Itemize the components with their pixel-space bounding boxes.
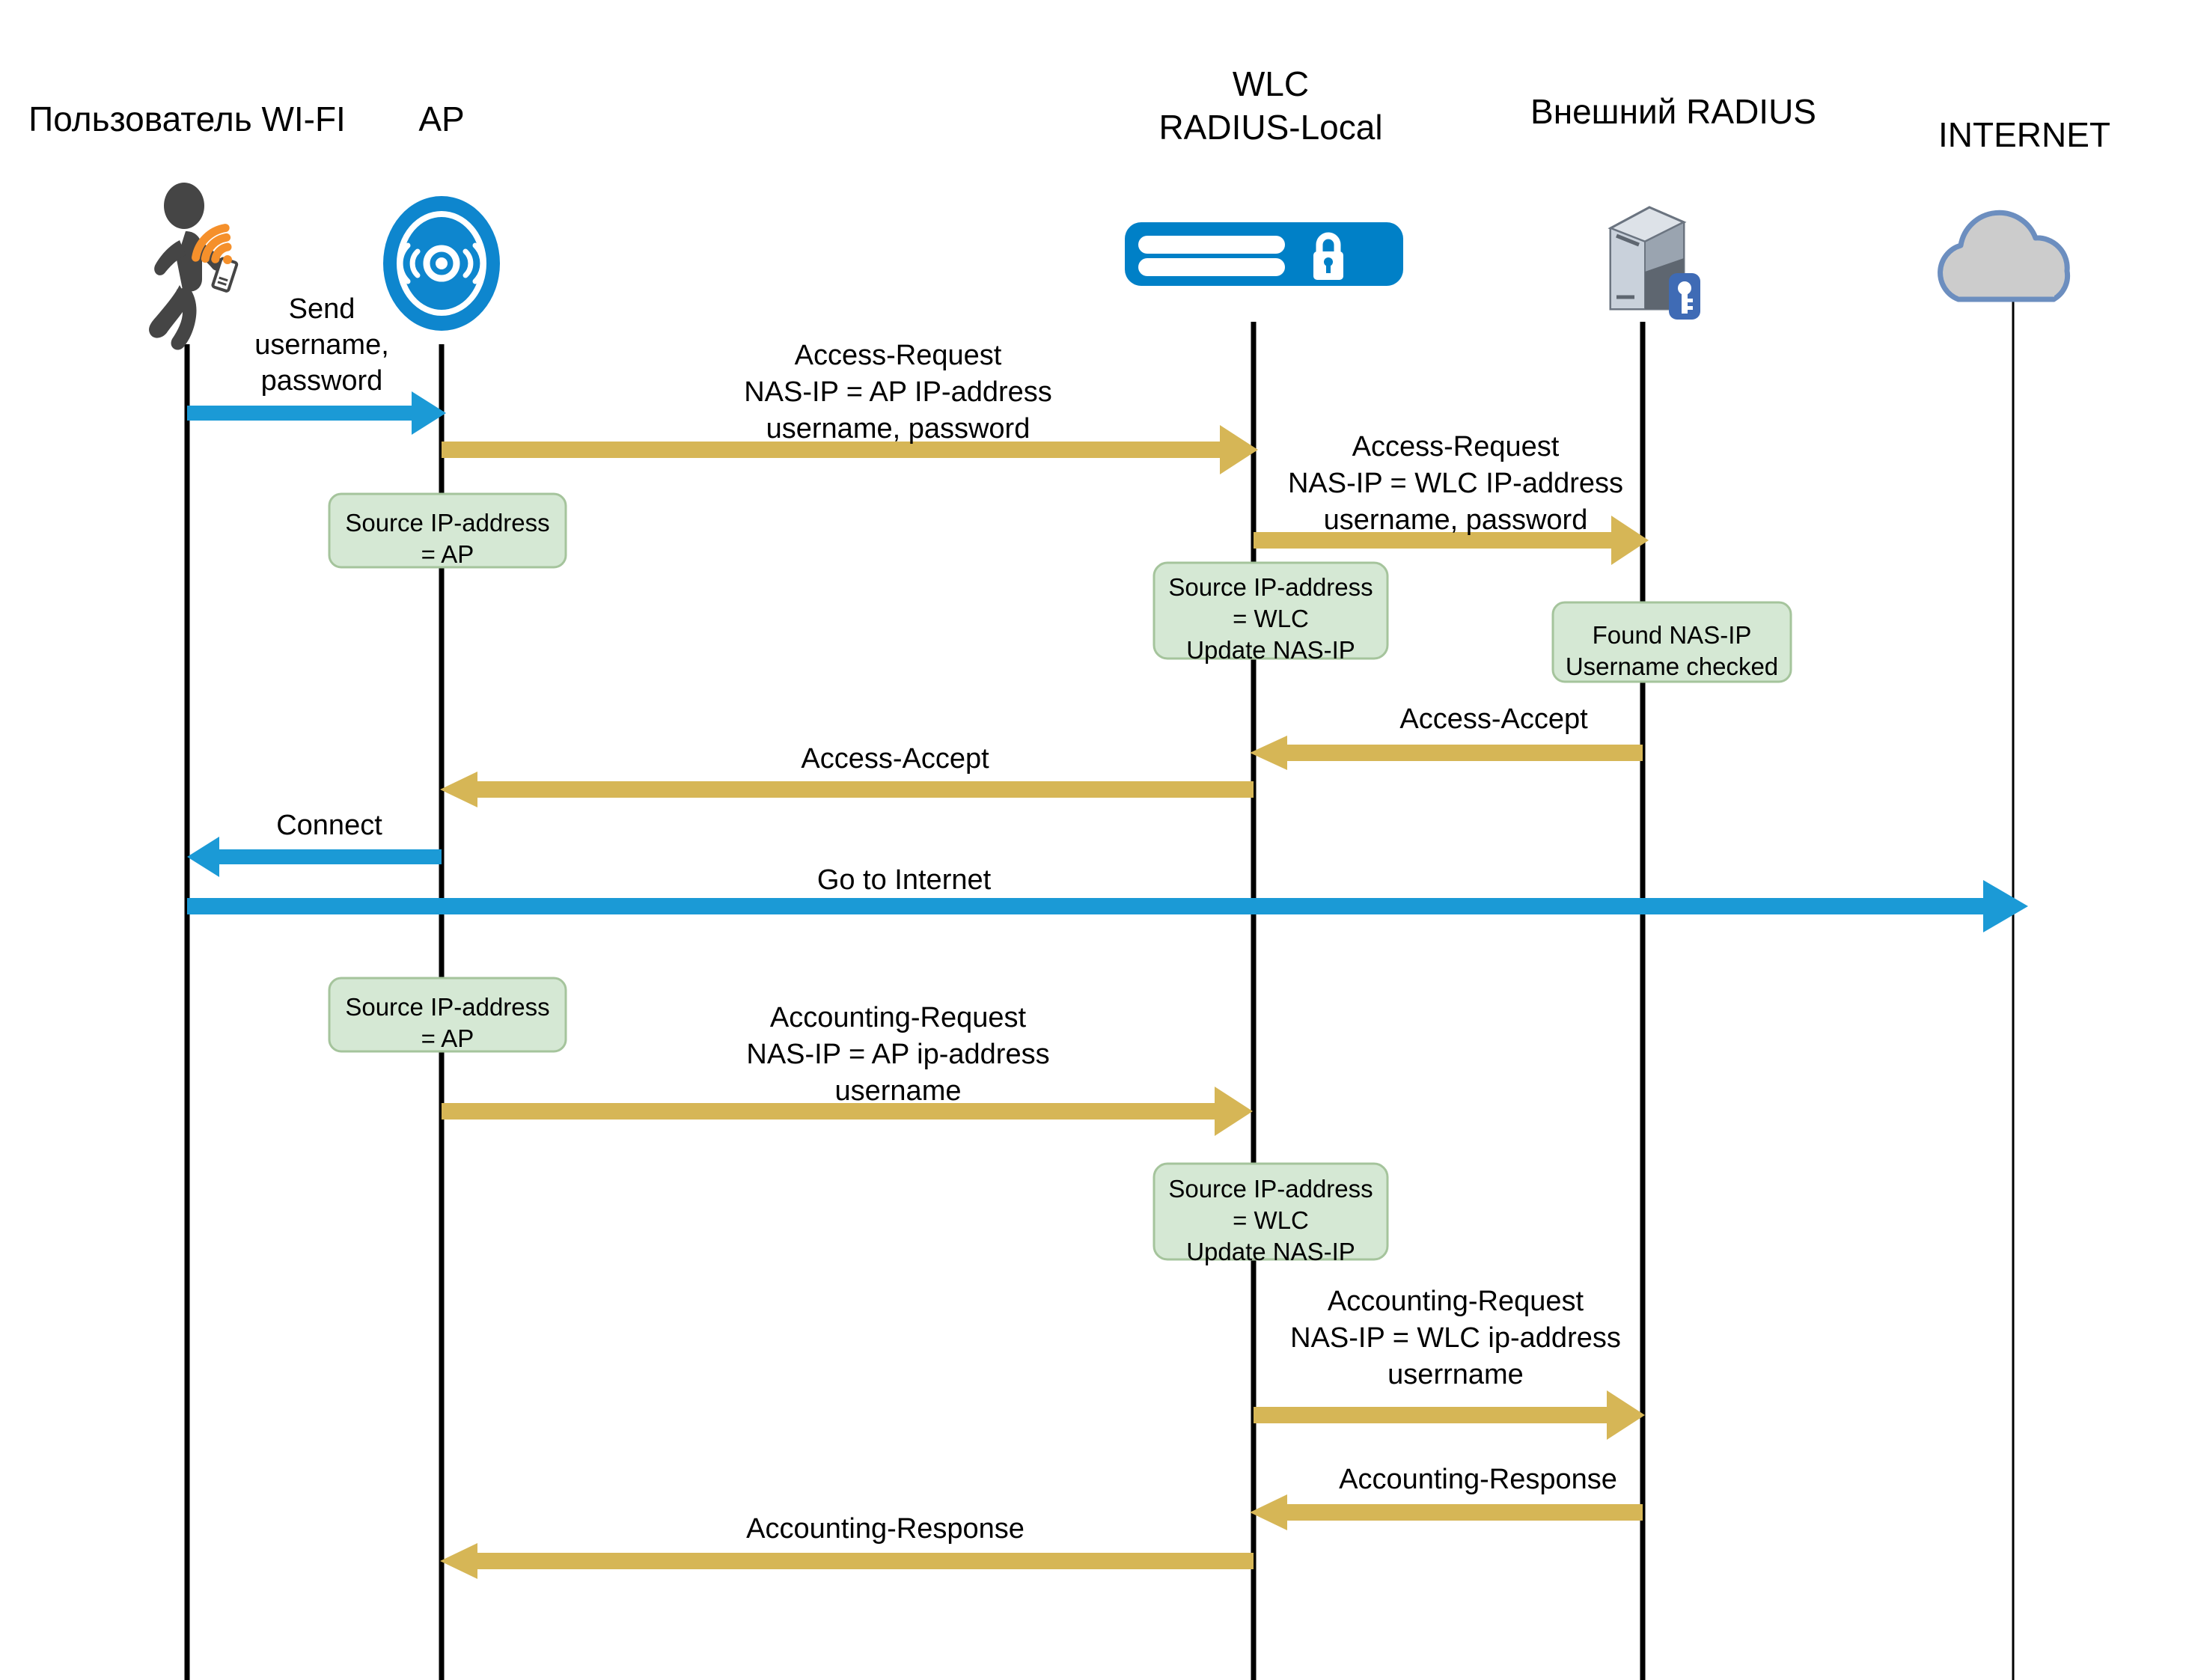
note-n2-line1: Source IP-address <box>1168 573 1373 601</box>
message-label-m4: Access-Accept <box>1399 703 1588 735</box>
message-label-m10: Accounting-Response <box>1339 1464 1617 1495</box>
server-with-key-icon <box>1608 206 1700 320</box>
wlc-controller-lock-icon <box>1125 222 1403 286</box>
lane-titles: Пользователь WI-FI AP WLC RADIUS-Local В… <box>28 64 2110 154</box>
message-label-m1-line1: Send <box>289 293 355 325</box>
message-arrow-accounting-response-radius <box>1250 1494 1643 1530</box>
message-label-m11: Accounting-Response <box>746 1513 1025 1545</box>
message-label-m9-line3: userrname <box>1387 1359 1524 1390</box>
note-n3-line2: Username checked <box>1566 653 1778 680</box>
note-found-nas-ip: Found NAS-IP Username checked <box>1551 601 1792 683</box>
message-arrow-access-accept-radius <box>1250 736 1643 770</box>
message-arrow-accounting-request-wlc <box>1254 1390 1645 1440</box>
message-label-m8-line3: username <box>835 1075 962 1107</box>
note-n4-line1: Source IP-address <box>345 993 549 1021</box>
message-label-m2-line2: NAS-IP = AP IP-address <box>744 376 1052 408</box>
message-label-m3-line3: username, password <box>1324 504 1588 536</box>
message-label-m2-line3: username, password <box>766 413 1031 445</box>
message-label-m8-line2: NAS-IP = AP ip-address <box>746 1039 1049 1070</box>
message-label-m6: Connect <box>276 810 382 841</box>
lane-title-radius: Внешний RADIUS <box>1530 92 1816 131</box>
message-arrow-access-accept-wlc <box>440 772 1254 807</box>
note-n5-line2: = WLC <box>1233 1206 1309 1234</box>
message-arrow-accounting-response-wlc <box>440 1543 1254 1579</box>
note-n3-line1: Found NAS-IP <box>1593 621 1752 649</box>
message-label-m5: Access-Accept <box>801 743 989 775</box>
message-label-m1-line2: username, <box>254 329 389 361</box>
note-n1-line2: = AP <box>421 540 474 568</box>
note-n4-line2: = AP <box>421 1024 474 1052</box>
message-arrow-connect <box>187 837 442 877</box>
lane-title-internet: INTERNET <box>1938 115 2110 154</box>
lane-title-wlc-line2: RADIUS-Local <box>1158 108 1382 147</box>
message-arrow-go-to-internet <box>187 880 2028 932</box>
cloud-icon <box>1938 210 2071 302</box>
message-label-m2-line1: Access-Request <box>795 340 1002 371</box>
note-source-ip-wlc-2: Source IP-address = WLC Update NAS-IP <box>1152 1162 1389 1265</box>
message-label-m7: Go to Internet <box>817 864 992 896</box>
message-label-m3-line1: Access-Request <box>1352 431 1560 462</box>
note-source-ip-wlc-1: Source IP-address = WLC Update NAS-IP <box>1152 561 1389 664</box>
lane-title-user: Пользователь WI-FI <box>28 100 346 138</box>
message-label-m3-line2: NAS-IP = WLC IP-address <box>1288 468 1623 499</box>
message-label-m8-line1: Accounting-Request <box>770 1002 1027 1033</box>
message-arrow-access-request-ap <box>442 425 1258 474</box>
message-arrow-access-request-wlc <box>1254 516 1649 565</box>
note-source-ip-ap-2: Source IP-address = AP <box>328 977 567 1053</box>
message-label-m9-line2: NAS-IP = WLC ip-address <box>1290 1322 1621 1354</box>
message-label-m1-line3: password <box>261 365 383 397</box>
message-arrow-send-credentials <box>187 391 446 435</box>
lane-title-wlc-line1: WLC <box>1233 64 1309 103</box>
lane-title-ap: AP <box>418 100 464 138</box>
note-n5-line1: Source IP-address <box>1168 1175 1373 1203</box>
note-n2-line2: = WLC <box>1233 605 1309 632</box>
wireless-access-point-icon <box>383 196 500 331</box>
message-label-m9-line1: Accounting-Request <box>1328 1286 1584 1317</box>
walking-user-with-phone-wifi-icon <box>149 183 239 350</box>
note-n5-line3: Update NAS-IP <box>1186 1238 1355 1265</box>
message-arrow-accounting-request-ap <box>442 1087 1253 1136</box>
note-n1-line1: Source IP-address <box>345 509 549 537</box>
note-source-ip-ap-1: Source IP-address = AP <box>328 492 567 569</box>
note-n2-line3: Update NAS-IP <box>1186 636 1355 664</box>
